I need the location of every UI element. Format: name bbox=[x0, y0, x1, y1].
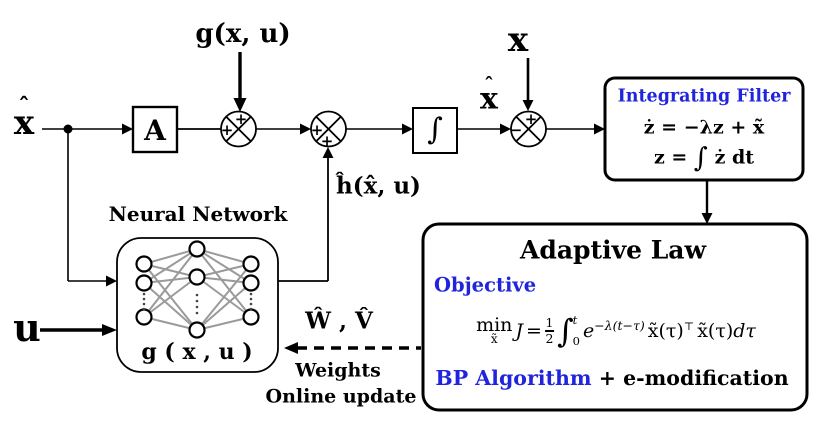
j1-sign-top: + bbox=[235, 110, 248, 128]
weights-label: Weights bbox=[295, 359, 381, 382]
neural-network-gxu-label: g ( x , u ) bbox=[141, 339, 253, 365]
u-input-label: u bbox=[13, 305, 41, 350]
h-hat-label: ĥ(x̂, u) bbox=[336, 172, 421, 200]
arrowheads bbox=[102, 98, 713, 336]
sum-junction-1 bbox=[220, 110, 257, 148]
min-operator: min x̃ bbox=[476, 314, 513, 347]
xtilde-term: x̃(τ)dτ bbox=[697, 320, 756, 342]
nn-ellipsis-dots bbox=[142, 292, 253, 315]
x-input-label: x bbox=[507, 20, 529, 60]
xhat-input-label: ˆ x bbox=[13, 94, 35, 143]
hat-accent: ˆ bbox=[484, 72, 494, 97]
online-update-label: Online update bbox=[265, 385, 417, 408]
objective-formula: min x̃ J = 1 2 ∫ t 0 e−λ(t−τ) x̃(τ)⊤ x̃(… bbox=[476, 312, 756, 350]
sum-junction-3 bbox=[510, 110, 547, 148]
a-gain-label: A bbox=[144, 114, 166, 147]
integrating-filter-eq1: ż = −λz + x̃ bbox=[643, 116, 765, 139]
adaptive-law-title: Adaptive Law bbox=[519, 235, 707, 265]
hat-accent: ˆ bbox=[18, 94, 30, 121]
g-xu-top-label: g(x, u) bbox=[195, 19, 291, 49]
bp-algorithm-line: BP Algorithm + e-modification bbox=[435, 368, 788, 389]
integrating-filter-title: Integrating Filter bbox=[617, 86, 791, 107]
nn-connections bbox=[143, 248, 252, 331]
bp-algorithm-label: BP Algorithm bbox=[435, 365, 592, 390]
neural-network-title: Neural Network bbox=[108, 202, 288, 226]
xtilde-transpose-term: x̃(τ)⊤ bbox=[647, 320, 695, 342]
sum-junction-2 bbox=[310, 110, 347, 148]
exp-term: e−λ(t−τ) bbox=[582, 318, 645, 342]
fraction-bar bbox=[544, 330, 554, 332]
adaptive-law-box bbox=[421, 222, 809, 412]
j1-sign-left: + bbox=[221, 121, 234, 139]
j2-sign-left: + bbox=[311, 121, 324, 139]
j3-sign-top: + bbox=[525, 110, 538, 128]
weights-update-dashed-arrow bbox=[284, 342, 421, 354]
integrating-filter-box bbox=[603, 76, 805, 182]
weights-wv-label: Ŵ , V̂ bbox=[305, 307, 373, 335]
one-half-fraction: 1 2 bbox=[544, 314, 554, 346]
neural-network-box bbox=[116, 237, 279, 373]
integral-with-limits: ∫ t 0 bbox=[556, 312, 580, 350]
a-gain-block bbox=[131, 105, 179, 154]
j2-sign-bottom: + bbox=[321, 132, 334, 150]
objective-heading: Objective bbox=[434, 273, 537, 297]
e-modification-label: + e-modification bbox=[591, 365, 789, 390]
nn-nodes bbox=[135, 240, 260, 339]
j3-sign-left: − bbox=[510, 121, 523, 139]
integrating-filter-eq2: z = ∫ ż dt bbox=[653, 142, 755, 174]
integrator-label: ∫ bbox=[427, 112, 443, 147]
signal-lines bbox=[40, 52, 709, 332]
branch-dot bbox=[63, 124, 73, 134]
integrator-block bbox=[412, 107, 458, 154]
xhat-estimate-label: ˆ x bbox=[480, 72, 498, 117]
integral-glyph: ∫ bbox=[693, 142, 708, 174]
junction-signs: + + + + + − bbox=[221, 110, 538, 150]
